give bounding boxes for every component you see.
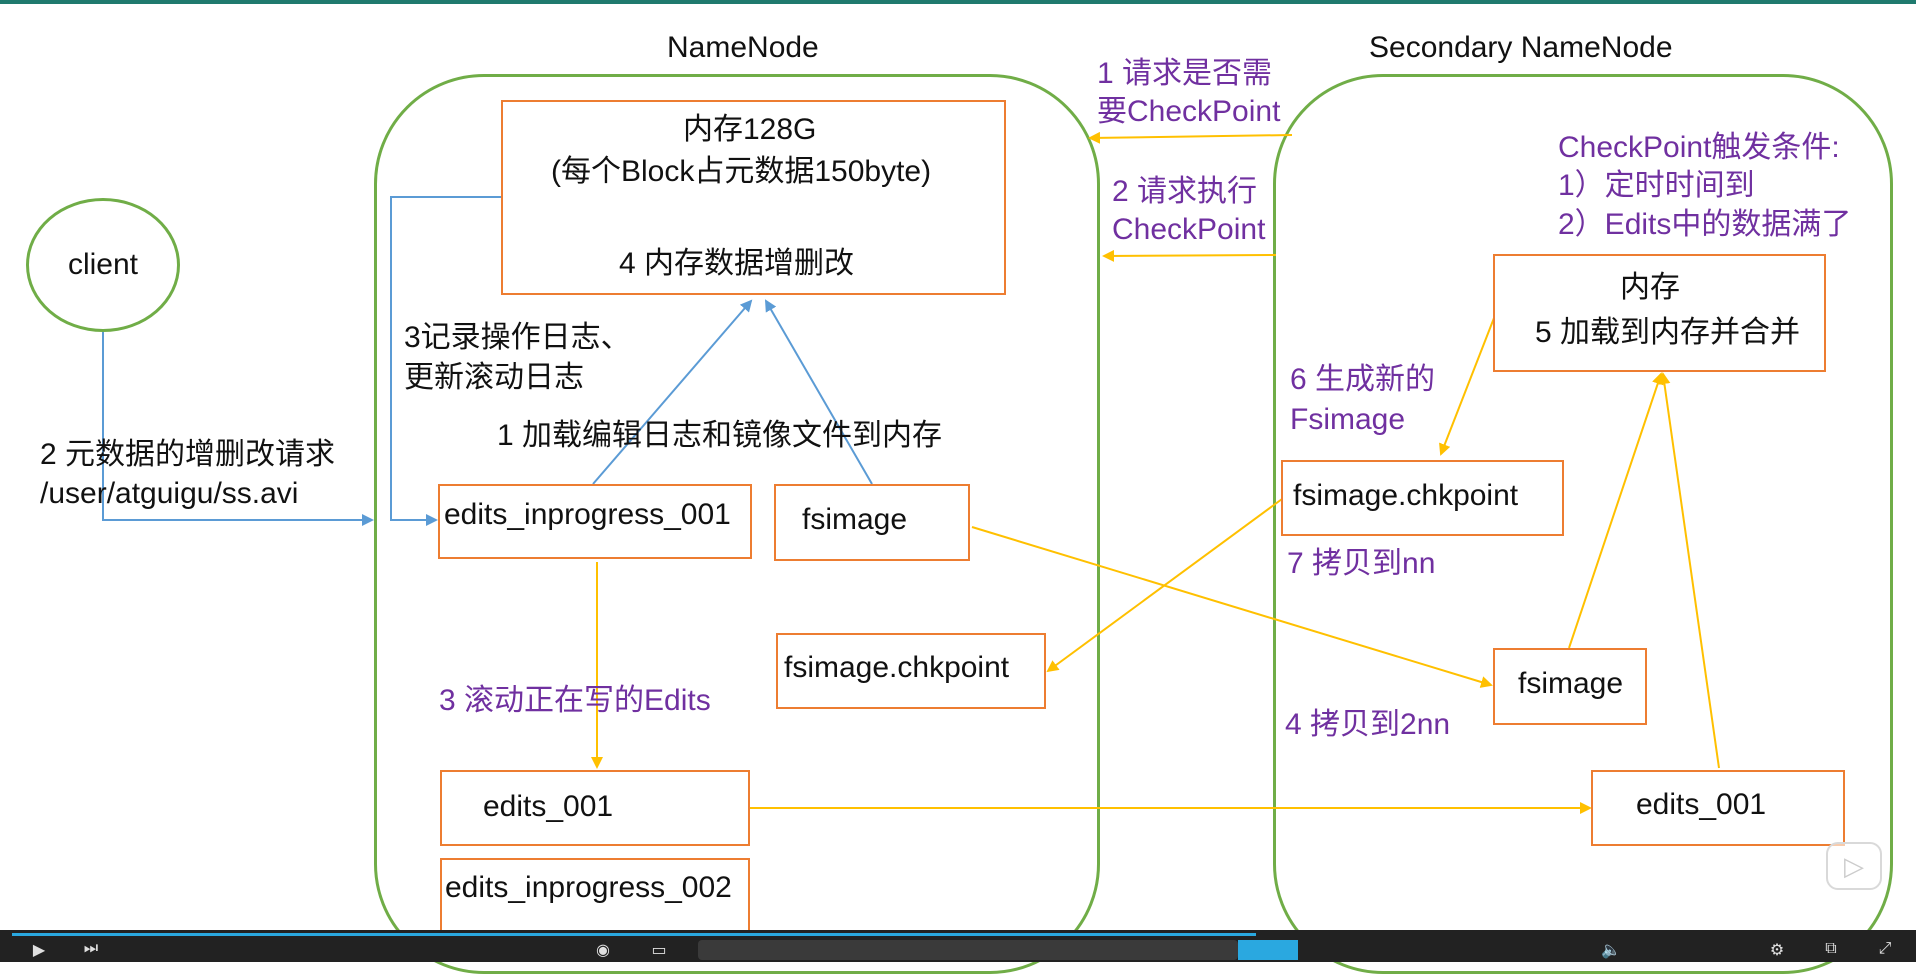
record-log-label-1: 3记录操作日志、 [404, 321, 631, 354]
top-accent-bar [0, 0, 1916, 4]
secondary-namenode-title: Secondary NameNode [1369, 31, 1673, 64]
2nn-fsimage-chkpoint-box: fsimage.chkpoint [1281, 460, 1564, 536]
2nn-edits-001-label: edits_001 [1636, 788, 1767, 821]
fsimage-label: fsimage [802, 503, 908, 536]
arrow-generate-chkpoint [1439, 317, 1495, 456]
copy-to-nn-label: 7 拷贝到nn [1287, 547, 1436, 580]
settings-icon[interactable]: ⚙ [1769, 942, 1785, 959]
secondary-memory-title: 内存 [1620, 271, 1680, 304]
client-label: client [67, 248, 139, 281]
fsimage-box: fsimage [774, 484, 970, 561]
arrow-2nn-fsimage-to-memory [1568, 372, 1664, 649]
record-log-label-2: 更新滚动日志 [404, 361, 584, 394]
checkpoint-condition-2: 2）Edits中的数据满了 [1558, 208, 1852, 241]
pip-icon[interactable]: ⧉ [1825, 940, 1837, 957]
namenode-memory-note: (每个Block占元数据150byte) [551, 155, 932, 188]
arrow-copy-fsimage-to-2nn [971, 526, 1493, 688]
arrow-copy-chkpoint-to-nn [1046, 498, 1283, 673]
arrow-request-checkpoint [1088, 131, 1293, 144]
2nn-fsimage-chkpoint-label: fsimage.chkpoint [1293, 479, 1519, 512]
copy-to-2nn-label: 4 拷贝到2nn [1285, 708, 1451, 741]
ask-checkpoint-label-2: 要CheckPoint [1097, 95, 1281, 128]
edits-inprogress-001-box: edits_inprogress_001 [438, 484, 752, 559]
volume-icon[interactable]: 🔈 [1601, 942, 1621, 959]
arrow-edits-load-to-memory [592, 299, 753, 485]
2nn-fsimage-label: fsimage [1518, 667, 1624, 700]
2nn-fsimage-box: fsimage [1493, 648, 1647, 725]
danmaku-toggle-icon[interactable]: ◉ [596, 942, 610, 959]
load-logs-label: 1 加载编辑日志和镜像文件到内存 [497, 419, 943, 452]
edits-001-label: edits_001 [483, 790, 614, 823]
danmaku-settings-icon[interactable]: ▭ [651, 942, 667, 959]
secondary-memory-merge: 5 加载到内存并合并 [1535, 316, 1801, 349]
namenode-memory-title: 内存128G [683, 113, 817, 146]
edits-001-box: edits_001 [440, 770, 750, 846]
arrow-client-to-namenode [102, 332, 374, 526]
namenode-memory-ops: 4 内存数据增删改 [619, 247, 855, 280]
generate-fsimage-label-1: 6 生成新的 [1290, 363, 1436, 396]
danmaku-send-button[interactable] [1238, 940, 1298, 960]
nn-fsimage-chkpoint-label: fsimage.chkpoint [784, 651, 1010, 684]
checkpoint-condition-1: 1）定时时间到 [1558, 169, 1755, 202]
arrow-memory-to-edits [390, 196, 501, 526]
exec-checkpoint-label-1: 2 请求执行 [1112, 175, 1258, 208]
edits-inprogress-002-label: edits_inprogress_002 [445, 871, 732, 904]
namenode-memory-box: 内存128G (每个Block占元数据150byte) 4 内存数据增删改 [501, 100, 1006, 295]
secondary-memory-box: 内存 5 加载到内存并合并 [1493, 254, 1826, 372]
fullscreen-icon[interactable]: ⤢ [1878, 940, 1892, 957]
client-node: client [26, 198, 180, 332]
arrow-execute-checkpoint [1102, 249, 1277, 262]
arrow-fsimage-load-to-memory [764, 299, 873, 485]
ask-checkpoint-label-1: 1 请求是否需 [1097, 57, 1273, 90]
client-request-label-1: 2 元数据的增删改请求 [40, 438, 336, 471]
namenode-title: NameNode [667, 31, 819, 64]
next-icon[interactable]: ⏭ [83, 940, 99, 957]
edits-inprogress-002-box: edits_inprogress_002 [440, 858, 750, 934]
client-request-label-2: /user/atguigu/ss.avi [40, 477, 299, 510]
video-progress-bar[interactable] [12, 933, 1256, 936]
checkpoint-conditions-title: CheckPoint触发条件: [1558, 131, 1840, 164]
nn-fsimage-chkpoint-box: fsimage.chkpoint [776, 633, 1046, 709]
danmaku-input[interactable] [698, 940, 1238, 960]
arrow-2nn-edits-to-memory [1658, 372, 1720, 769]
edits-inprogress-001-label: edits_inprogress_001 [444, 498, 731, 531]
generate-fsimage-label-2: Fsimage [1290, 403, 1406, 436]
roll-edits-label: 3 滚动正在写的Edits [439, 684, 711, 717]
play-overlay-button[interactable]: ▷ [1826, 842, 1882, 890]
play-icon[interactable]: ▶ [32, 942, 46, 959]
exec-checkpoint-label-2: CheckPoint [1112, 213, 1266, 246]
2nn-edits-001-box: edits_001 [1591, 770, 1845, 846]
